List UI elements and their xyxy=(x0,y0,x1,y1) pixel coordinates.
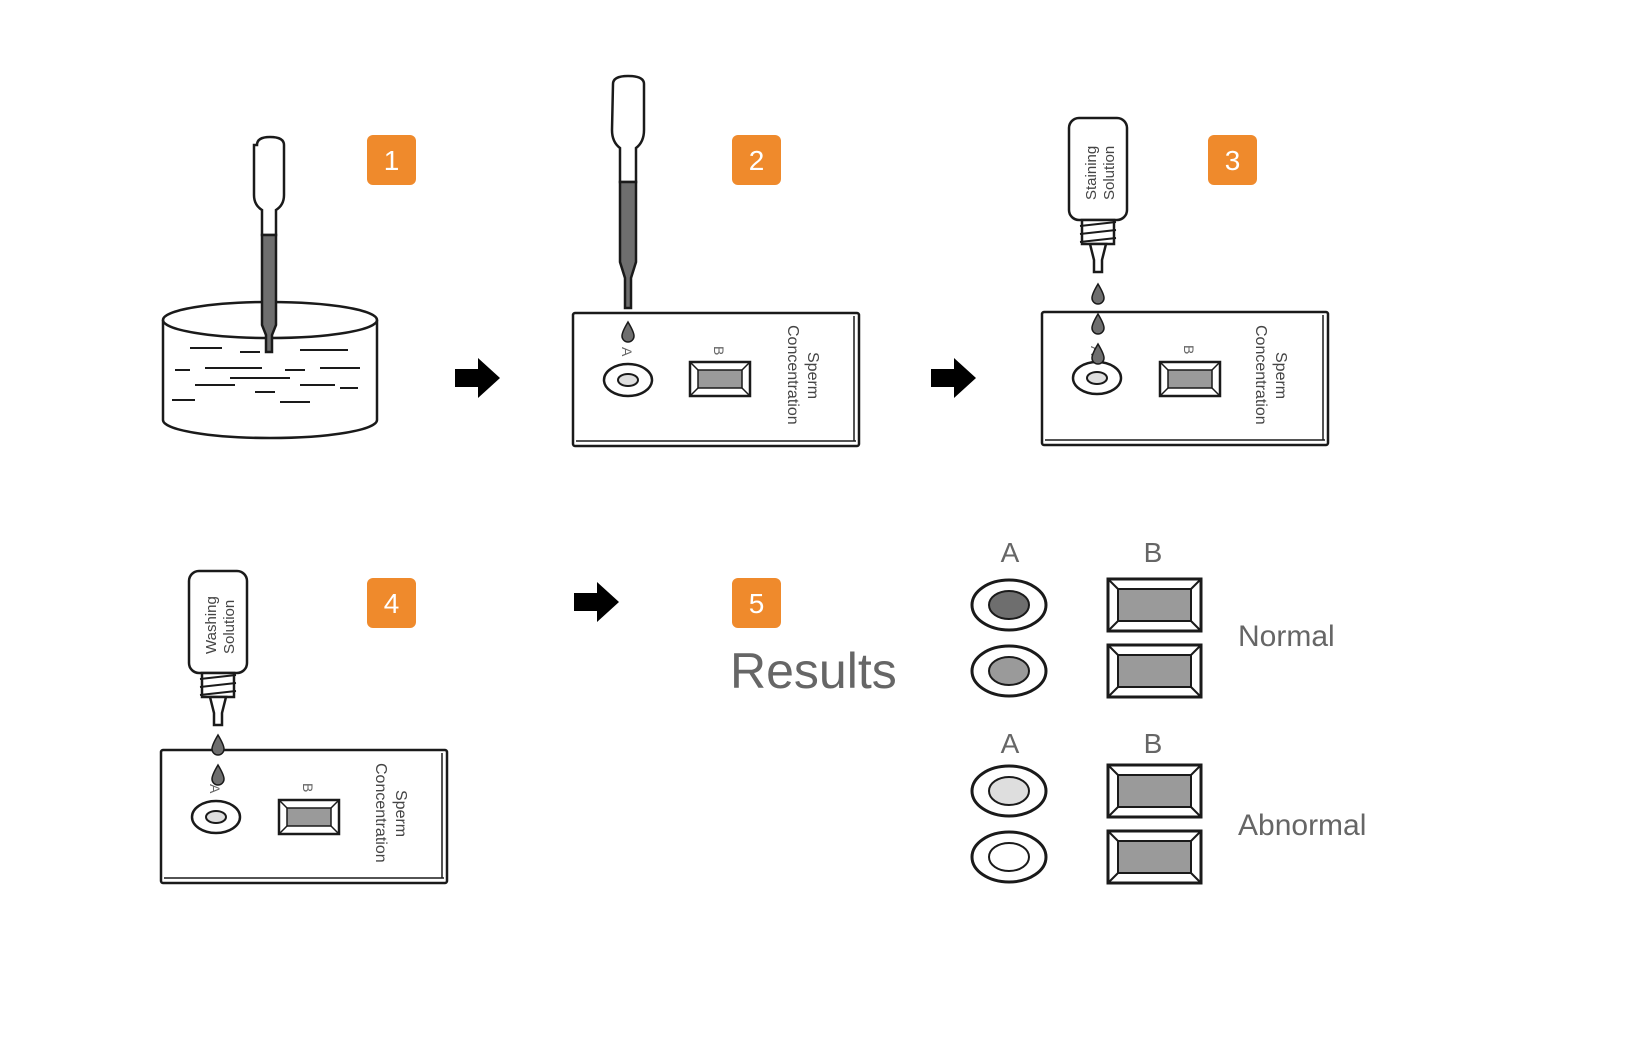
device-4-label-line2: Concentration xyxy=(372,763,389,863)
washing-bottle xyxy=(187,569,249,727)
device-2-label-b: B xyxy=(711,346,727,355)
svg-text:2: 2 xyxy=(749,145,765,176)
results-title: Results xyxy=(730,643,897,699)
result-label-abnormal: Abnormal xyxy=(1238,809,1366,842)
step-badge-1: 1 xyxy=(367,135,416,185)
washing-bottle-line2: Solution xyxy=(221,600,238,654)
arrows xyxy=(455,358,976,622)
device-3 xyxy=(1040,310,1330,447)
device-3-label-line2: Concentration xyxy=(1252,325,1269,425)
washing-bottle-line1: Washing xyxy=(203,596,220,654)
result-label-normal: Normal xyxy=(1238,620,1335,653)
drop-2 xyxy=(621,320,635,343)
step-badge-5: 5 xyxy=(732,578,781,628)
svg-text:3: 3 xyxy=(1225,145,1241,176)
arrow-right-icon xyxy=(455,358,500,398)
liquid-lines xyxy=(172,347,360,403)
svg-text:1: 1 xyxy=(384,145,400,176)
device-4-label-b: B xyxy=(300,783,316,792)
device-2-label-line1: Sperm xyxy=(804,352,821,399)
device-4-label-a: A xyxy=(207,784,223,794)
result-well-a-normal-1 xyxy=(970,578,1048,632)
drops-3 xyxy=(1091,282,1105,365)
staining-bottle-line1: Staining xyxy=(1083,146,1100,200)
result-well-b-abnormal-2 xyxy=(1106,829,1203,885)
arrow-right-icon xyxy=(931,358,976,398)
results-col-a-abnormal: A xyxy=(1001,728,1020,759)
step-badge-3: 3 xyxy=(1208,135,1257,185)
step-badges: 1 2 3 4 5 xyxy=(367,135,1257,628)
device-3-label-b: B xyxy=(1181,345,1197,354)
device-2 xyxy=(571,311,861,448)
results-col-a-normal: A xyxy=(1001,537,1020,568)
staining-bottle-line2: Solution xyxy=(1101,146,1118,200)
step-4-illustration: A B Sperm Concentration Washing Solution xyxy=(159,569,449,885)
result-well-b-normal-2 xyxy=(1106,643,1203,699)
result-well-b-abnormal-1 xyxy=(1106,763,1203,819)
result-well-a-normal-2 xyxy=(970,644,1048,698)
results-col-b-abnormal: B xyxy=(1144,728,1163,759)
staining-bottle xyxy=(1067,116,1129,274)
step-3-illustration: A B Sperm Concentration Staining Solutio… xyxy=(1040,116,1330,447)
svg-text:5: 5 xyxy=(749,588,765,619)
arrow-right-icon xyxy=(574,582,619,622)
result-well-a-abnormal-2 xyxy=(970,830,1048,884)
step-2-illustration: A B Sperm Concentration xyxy=(571,74,861,448)
step-1-illustration xyxy=(161,135,379,440)
result-well-b-normal-1 xyxy=(1106,577,1203,633)
svg-text:4: 4 xyxy=(384,588,400,619)
results-panel: A B A B Normal Abnormal xyxy=(970,537,1366,885)
result-well-a-abnormal-1 xyxy=(970,764,1048,818)
device-3-label-line1: Sperm xyxy=(1272,352,1289,399)
results-col-b-normal: B xyxy=(1144,537,1163,568)
pipette-2 xyxy=(610,74,646,310)
step-badge-2: 2 xyxy=(732,135,781,185)
device-2-label-line2: Concentration xyxy=(784,325,801,425)
pipette-1 xyxy=(252,135,286,354)
drops-4 xyxy=(211,733,225,786)
device-2-label-a: A xyxy=(619,347,635,357)
device-4-label-line1: Sperm xyxy=(392,790,409,837)
step-badge-4: 4 xyxy=(367,578,416,628)
device-4 xyxy=(159,748,449,885)
